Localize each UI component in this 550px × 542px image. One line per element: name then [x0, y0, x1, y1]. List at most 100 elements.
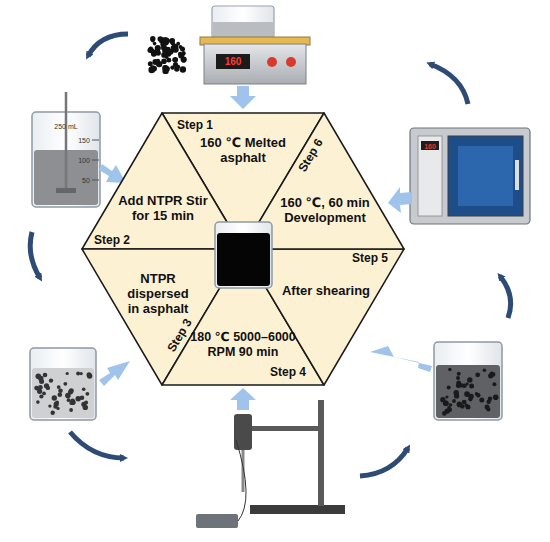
pellet — [58, 392, 63, 397]
pellet — [42, 392, 46, 396]
pellet — [172, 58, 176, 62]
pellet — [57, 385, 61, 389]
pellet — [462, 400, 467, 405]
pellet — [469, 384, 474, 389]
beaker — [434, 342, 502, 420]
pellet — [447, 386, 451, 390]
hot-plate — [200, 6, 310, 84]
pellet — [181, 54, 185, 58]
pellet — [52, 395, 57, 400]
pellet — [80, 395, 85, 400]
pellet — [34, 386, 39, 391]
pellet — [67, 398, 71, 402]
pellet — [53, 405, 57, 409]
pellet — [150, 36, 155, 41]
pellet — [152, 59, 158, 65]
pellet — [151, 38, 155, 42]
pellet — [55, 400, 59, 404]
pellet — [487, 400, 491, 404]
pellet — [153, 42, 157, 46]
pellet — [83, 405, 88, 410]
pellet — [492, 382, 496, 386]
pellet — [39, 394, 43, 398]
step-description: 160 ℃ Melted asphalt — [193, 135, 293, 165]
pellet — [155, 45, 161, 51]
pellet — [70, 398, 74, 402]
triangle-outline — [82, 113, 243, 249]
pellet — [468, 394, 474, 400]
step-label: Step 2 — [94, 233, 130, 248]
pellet — [51, 411, 55, 415]
step-description: Add NTPR Stir for 15 min — [115, 193, 211, 223]
pellet — [66, 372, 69, 375]
pellet — [443, 400, 449, 406]
pellet — [491, 372, 496, 377]
pellet — [166, 47, 170, 51]
pellet — [76, 372, 80, 376]
pellet — [151, 66, 157, 72]
pellet — [160, 42, 166, 48]
pellet — [454, 390, 459, 395]
pellet — [82, 387, 86, 391]
pellet — [173, 57, 178, 62]
beaker — [30, 348, 96, 420]
pellet — [179, 45, 183, 49]
pellet — [181, 57, 187, 63]
pellet — [43, 373, 48, 378]
pellet — [180, 66, 186, 72]
pellet — [467, 377, 472, 382]
pellet — [486, 407, 490, 411]
step-description: 160 ℃, 60 min Development — [275, 195, 375, 225]
pellet — [46, 386, 50, 390]
pellet — [483, 369, 487, 373]
pellet — [182, 58, 186, 62]
pellet — [475, 392, 479, 396]
step-label: Step 5 — [352, 251, 388, 266]
step-label: Step 1 — [177, 118, 213, 133]
pellet — [171, 42, 175, 46]
pellet — [58, 388, 63, 393]
pellet — [65, 393, 71, 399]
pellet — [456, 376, 460, 380]
pellet — [447, 406, 451, 410]
pellet — [87, 373, 92, 378]
step-triangle: Step 6160 ℃, 60 min Development — [243, 113, 404, 249]
pellet — [442, 411, 447, 416]
instrument-label: 250 mL — [54, 123, 77, 130]
triangle-outline — [243, 249, 404, 385]
pellet — [48, 404, 51, 407]
pellet — [80, 372, 83, 375]
pellet — [460, 404, 464, 408]
pellet — [38, 376, 43, 381]
pellet — [161, 52, 167, 58]
pellet — [162, 65, 168, 71]
pellet — [457, 372, 461, 376]
pellet — [462, 383, 467, 388]
pellet — [174, 66, 179, 71]
instrument-label: 160 — [424, 143, 436, 150]
pellet — [172, 46, 179, 53]
pellet — [445, 395, 448, 398]
step-description: NTPR dispersed in asphalt — [120, 271, 196, 316]
pellet — [176, 42, 180, 46]
pellet — [173, 62, 178, 67]
pellet — [63, 382, 67, 386]
rubber-pellets — [148, 36, 187, 74]
pellet — [163, 65, 168, 70]
step-description: After shearing — [271, 283, 381, 298]
pellet — [475, 372, 480, 377]
pellet — [84, 401, 88, 405]
pellet — [69, 388, 74, 393]
pellet — [76, 397, 79, 400]
pellet — [149, 48, 154, 53]
step-triangle: Step 5 After shearing — [243, 249, 404, 385]
pellet — [148, 61, 153, 66]
step-triangle: Step 2 Add NTPR Stir for 15 min — [82, 113, 243, 249]
pellet — [443, 401, 448, 406]
triangle-outline — [243, 113, 404, 249]
pellet — [49, 378, 53, 382]
stirring-beaker — [32, 92, 100, 207]
pellet — [87, 372, 92, 377]
instrument-label: 100 — [78, 157, 90, 164]
